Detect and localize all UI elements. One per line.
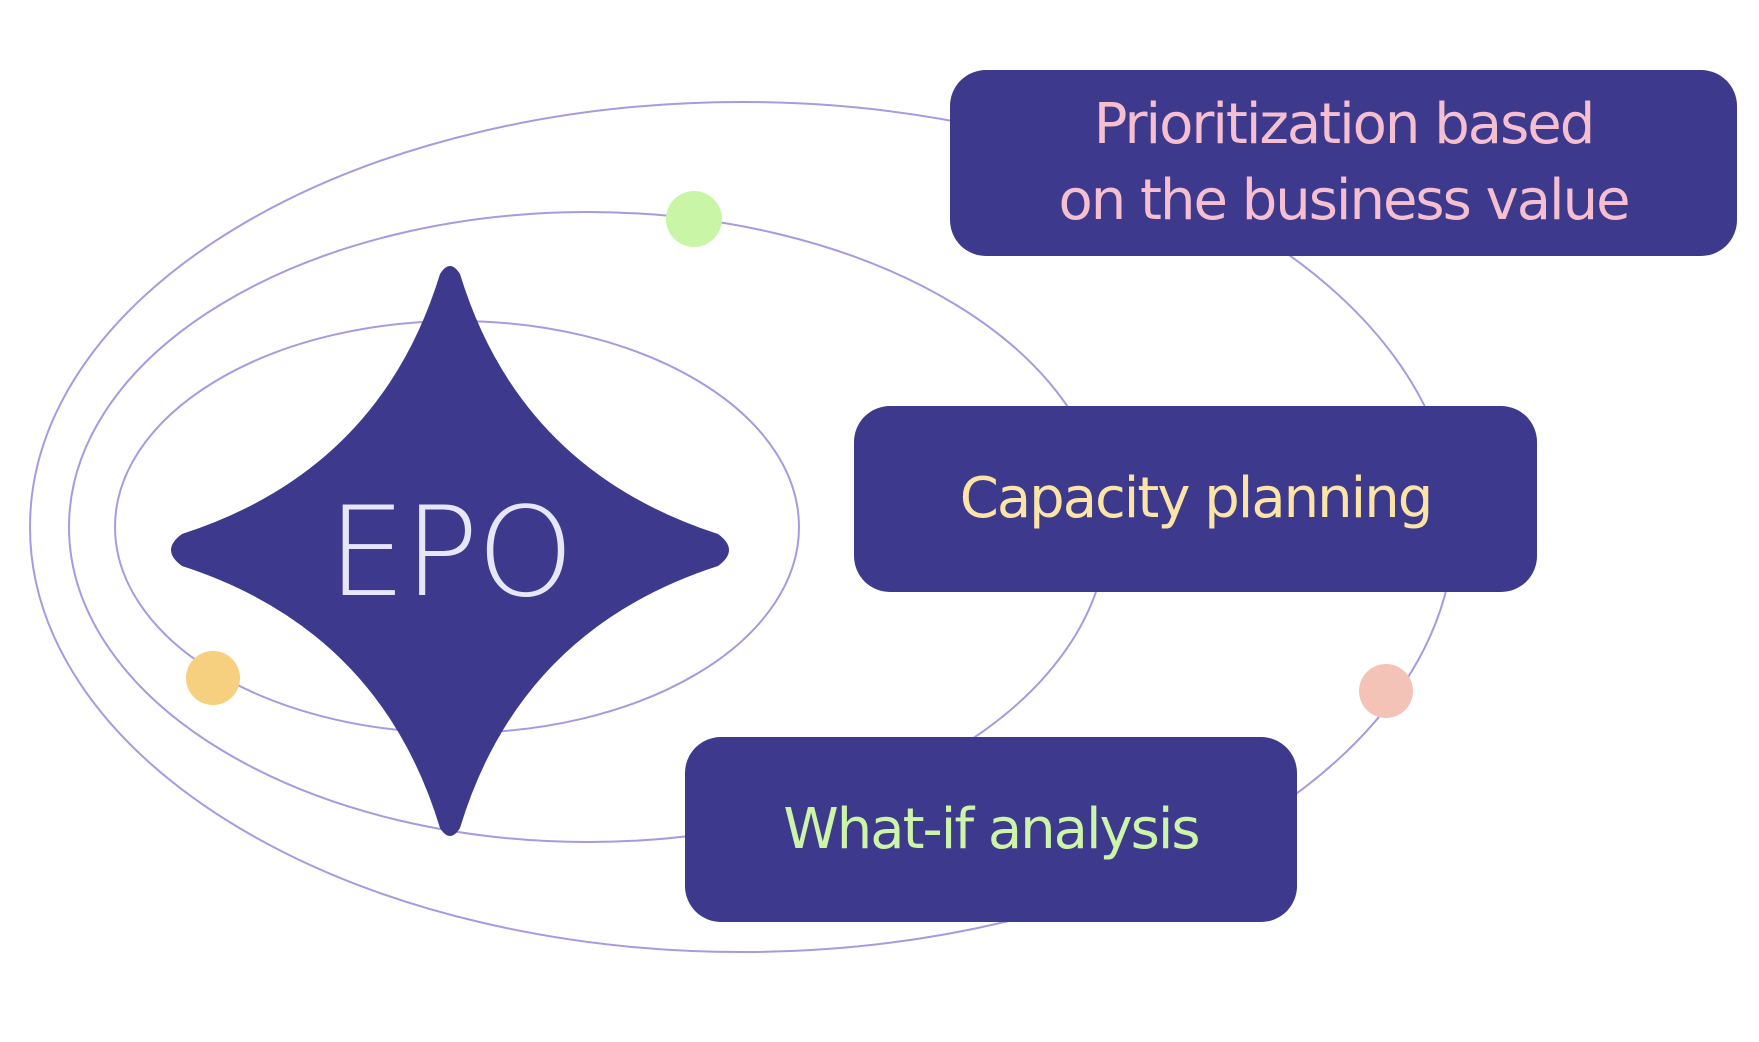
epo-center-label: EPO bbox=[327, 481, 575, 625]
star-icon bbox=[171, 266, 729, 836]
feature-text-line: on the business value bbox=[1058, 168, 1630, 233]
green-dot-icon bbox=[666, 191, 722, 247]
feature-box-what-if-analysis: What-if analysis bbox=[685, 737, 1297, 922]
pink-dot-icon bbox=[1359, 664, 1413, 718]
feature-box-prioritization: Prioritization based on the business val… bbox=[950, 70, 1737, 256]
feature-text-line: Capacity planning bbox=[959, 466, 1434, 531]
feature-text-line: What-if analysis bbox=[783, 796, 1200, 862]
feature-text-line: Prioritization based bbox=[1093, 92, 1596, 157]
yellow-dot-icon bbox=[186, 651, 240, 705]
feature-box-capacity-planning: Capacity planning bbox=[854, 406, 1537, 592]
